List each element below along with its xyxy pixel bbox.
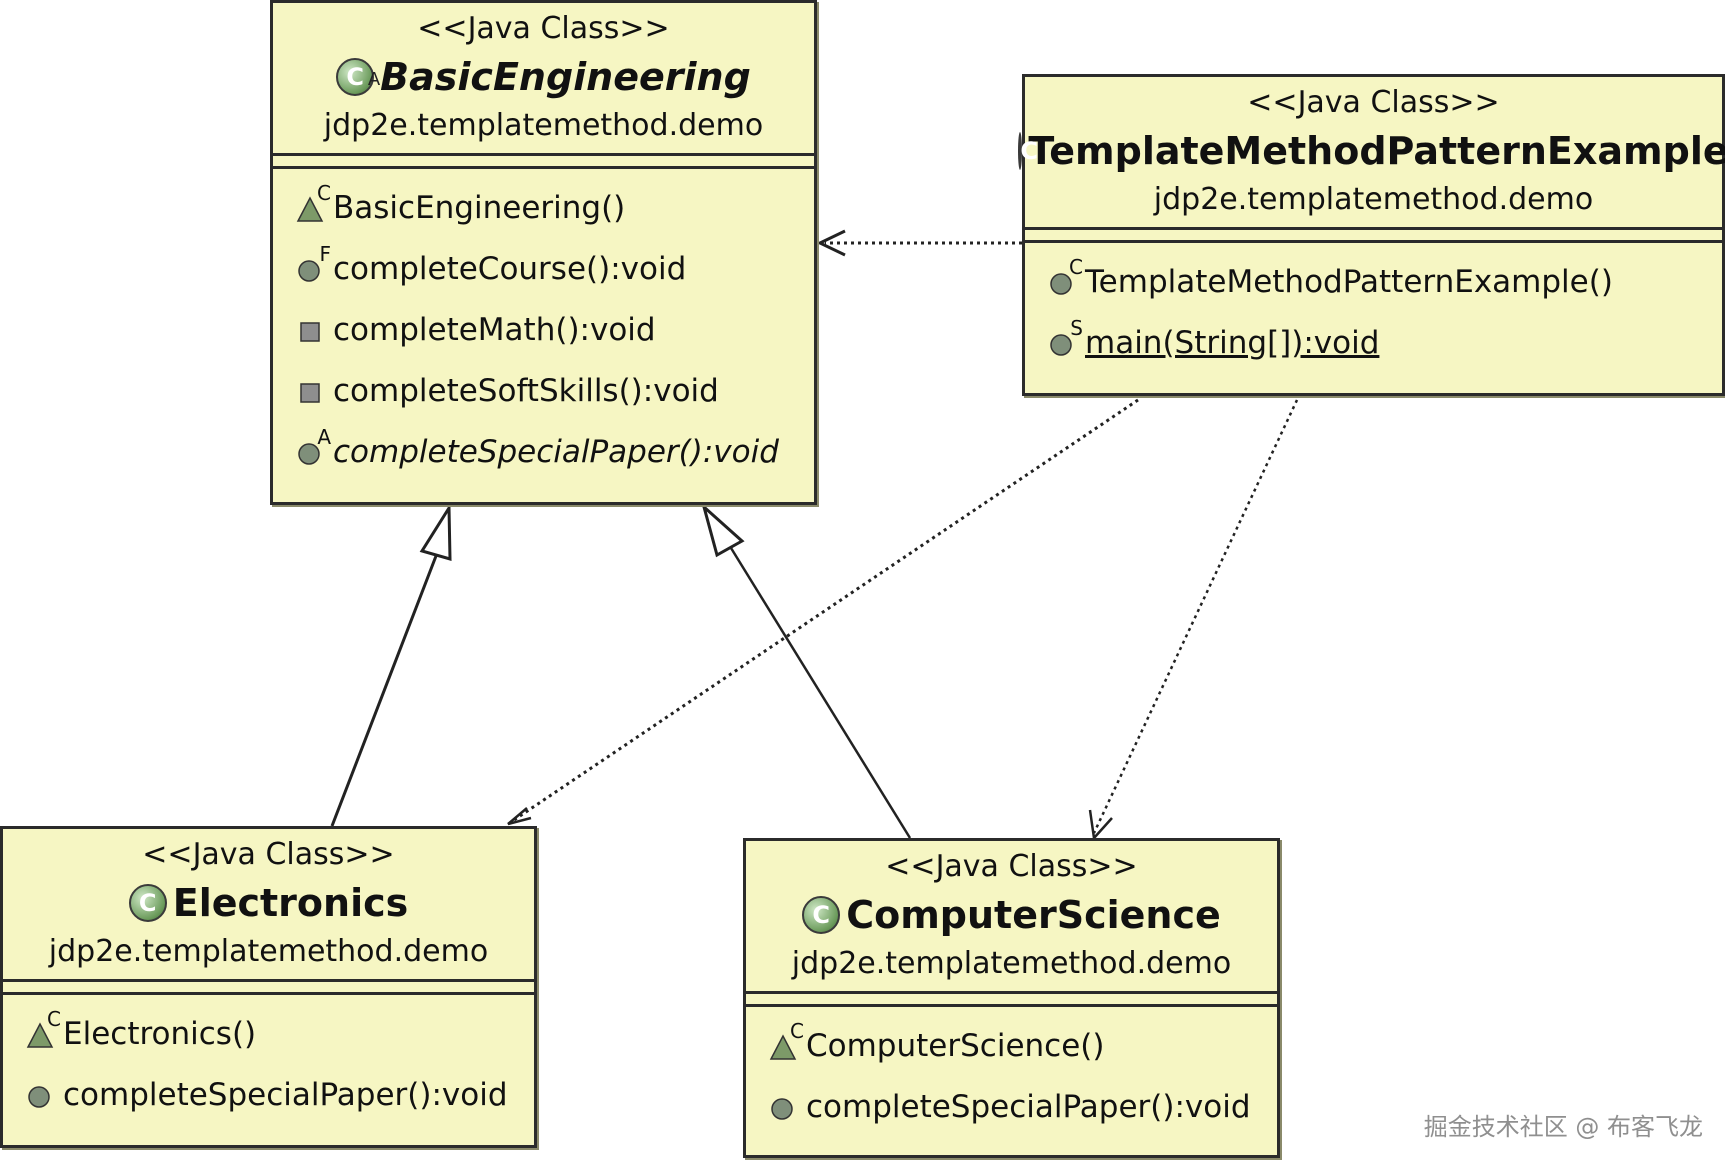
package-name: jdp2e.templatemethod.demo bbox=[1153, 182, 1594, 217]
class-name: ComputerScience bbox=[846, 893, 1221, 937]
modifier-mark: C bbox=[790, 1018, 804, 1043]
class-name: Electronics bbox=[172, 881, 409, 925]
generalization-electronics-to-basic bbox=[330, 555, 438, 827]
class-box-basic-engineering[interactable]: <<Java Class>> A BasicEngineering jdp2e.… bbox=[270, 0, 817, 505]
attributes-compartment bbox=[273, 153, 814, 169]
operation-label: completeSoftSkills():void bbox=[333, 372, 719, 409]
public-static-method-icon: S bbox=[1047, 318, 1083, 358]
class-header: <<Java Class>> Electronics jdp2e.templat… bbox=[3, 829, 534, 973]
dependency-example-to-cs bbox=[1092, 399, 1299, 834]
package-name: jdp2e.templatemethod.demo bbox=[323, 108, 764, 143]
operation-label: main(String[]):void bbox=[1085, 324, 1380, 361]
class-icon bbox=[128, 884, 167, 922]
attributes-compartment bbox=[746, 991, 1277, 1007]
class-header: <<Java Class>> TemplateMethodPatternExam… bbox=[1018, 77, 1725, 221]
class-box-electronics[interactable]: <<Java Class>> Electronics jdp2e.templat… bbox=[0, 826, 537, 1148]
stereotype-label: <<Java Class>> bbox=[417, 11, 670, 46]
class-name-row: ComputerScience bbox=[746, 887, 1277, 943]
dependency-arrowhead-cs bbox=[1088, 809, 1113, 841]
dependency-arrowhead-basic bbox=[816, 229, 846, 257]
package-name: jdp2e.templatemethod.demo bbox=[48, 934, 489, 969]
modifier-mark: C bbox=[1069, 254, 1083, 279]
operation-label: completeSpecialPaper():void bbox=[333, 433, 779, 470]
class-name-row: A BasicEngineering bbox=[273, 49, 814, 105]
protected-constructor-icon: C bbox=[295, 183, 331, 223]
public-constructor-icon: C bbox=[1047, 257, 1083, 297]
dependency-arrowhead-electronics bbox=[507, 807, 532, 826]
generalization-cs-to-basic bbox=[729, 547, 912, 839]
operation-label: ComputerScience() bbox=[806, 1027, 1105, 1064]
class-name: BasicEngineering bbox=[380, 55, 751, 99]
class-name-row: TemplateMethodPatternExample bbox=[1018, 123, 1725, 179]
operation-row[interactable]: completeSpecialPaper():void bbox=[768, 1076, 1277, 1137]
class-header: <<Java Class>> ComputerScience jdp2e.tem… bbox=[746, 841, 1277, 985]
public-method-icon bbox=[768, 1092, 798, 1122]
protected-constructor-icon: C bbox=[768, 1021, 804, 1061]
class-name: TemplateMethodPatternExample bbox=[1028, 129, 1725, 173]
stereotype-label: <<Java Class>> bbox=[142, 837, 395, 872]
operation-row[interactable]: completeSpecialPaper():void bbox=[25, 1064, 534, 1125]
operation-label: Electronics() bbox=[63, 1015, 257, 1052]
modifier-mark: C bbox=[47, 1006, 61, 1031]
operation-label: BasicEngineering() bbox=[333, 189, 626, 226]
stereotype-label: <<Java Class>> bbox=[1247, 85, 1500, 120]
public-abstract-method-icon: A bbox=[295, 427, 331, 467]
class-box-computer-science[interactable]: <<Java Class>> ComputerScience jdp2e.tem… bbox=[743, 838, 1280, 1158]
operation-label: completeSpecialPaper():void bbox=[806, 1088, 1251, 1125]
operation-label: completeSpecialPaper():void bbox=[63, 1076, 508, 1113]
class-icon bbox=[802, 896, 841, 934]
operation-label: completeMath():void bbox=[333, 311, 656, 348]
generalization-triangle-cs bbox=[701, 502, 745, 558]
class-name-row: Electronics bbox=[3, 875, 534, 931]
modifier-mark: A bbox=[317, 424, 331, 449]
watermark: 掘金技术社区 @ 布客飞龙 bbox=[1423, 1113, 1703, 1141]
package-name: jdp2e.templatemethod.demo bbox=[791, 946, 1232, 981]
protected-constructor-icon: C bbox=[25, 1009, 61, 1049]
operation-row[interactable]: completeMath():void bbox=[295, 299, 814, 360]
modifier-mark: C bbox=[317, 180, 331, 205]
class-header: <<Java Class>> A BasicEngineering jdp2e.… bbox=[273, 3, 814, 147]
abstract-class-icon: A bbox=[336, 58, 380, 96]
operation-label: completeCourse():void bbox=[333, 250, 687, 287]
generalization-triangle-electronics bbox=[419, 502, 452, 561]
stereotype-label: <<Java Class>> bbox=[885, 849, 1138, 884]
modifier-mark: S bbox=[1070, 315, 1083, 340]
operation-row[interactable]: completeSoftSkills():void bbox=[295, 360, 814, 421]
public-final-method-icon: F bbox=[295, 244, 331, 284]
modifier-mark: F bbox=[319, 241, 331, 266]
class-box-template-method-pattern-example[interactable]: <<Java Class>> TemplateMethodPatternExam… bbox=[1018, 74, 1725, 396]
public-method-icon bbox=[25, 1080, 55, 1110]
attributes-compartment bbox=[1025, 227, 1722, 243]
attributes-compartment bbox=[3, 979, 534, 995]
private-method-icon bbox=[295, 315, 325, 345]
operation-label: TemplateMethodPatternExample() bbox=[1085, 263, 1613, 300]
private-method-icon bbox=[295, 376, 325, 406]
class-icon bbox=[1018, 132, 1023, 170]
